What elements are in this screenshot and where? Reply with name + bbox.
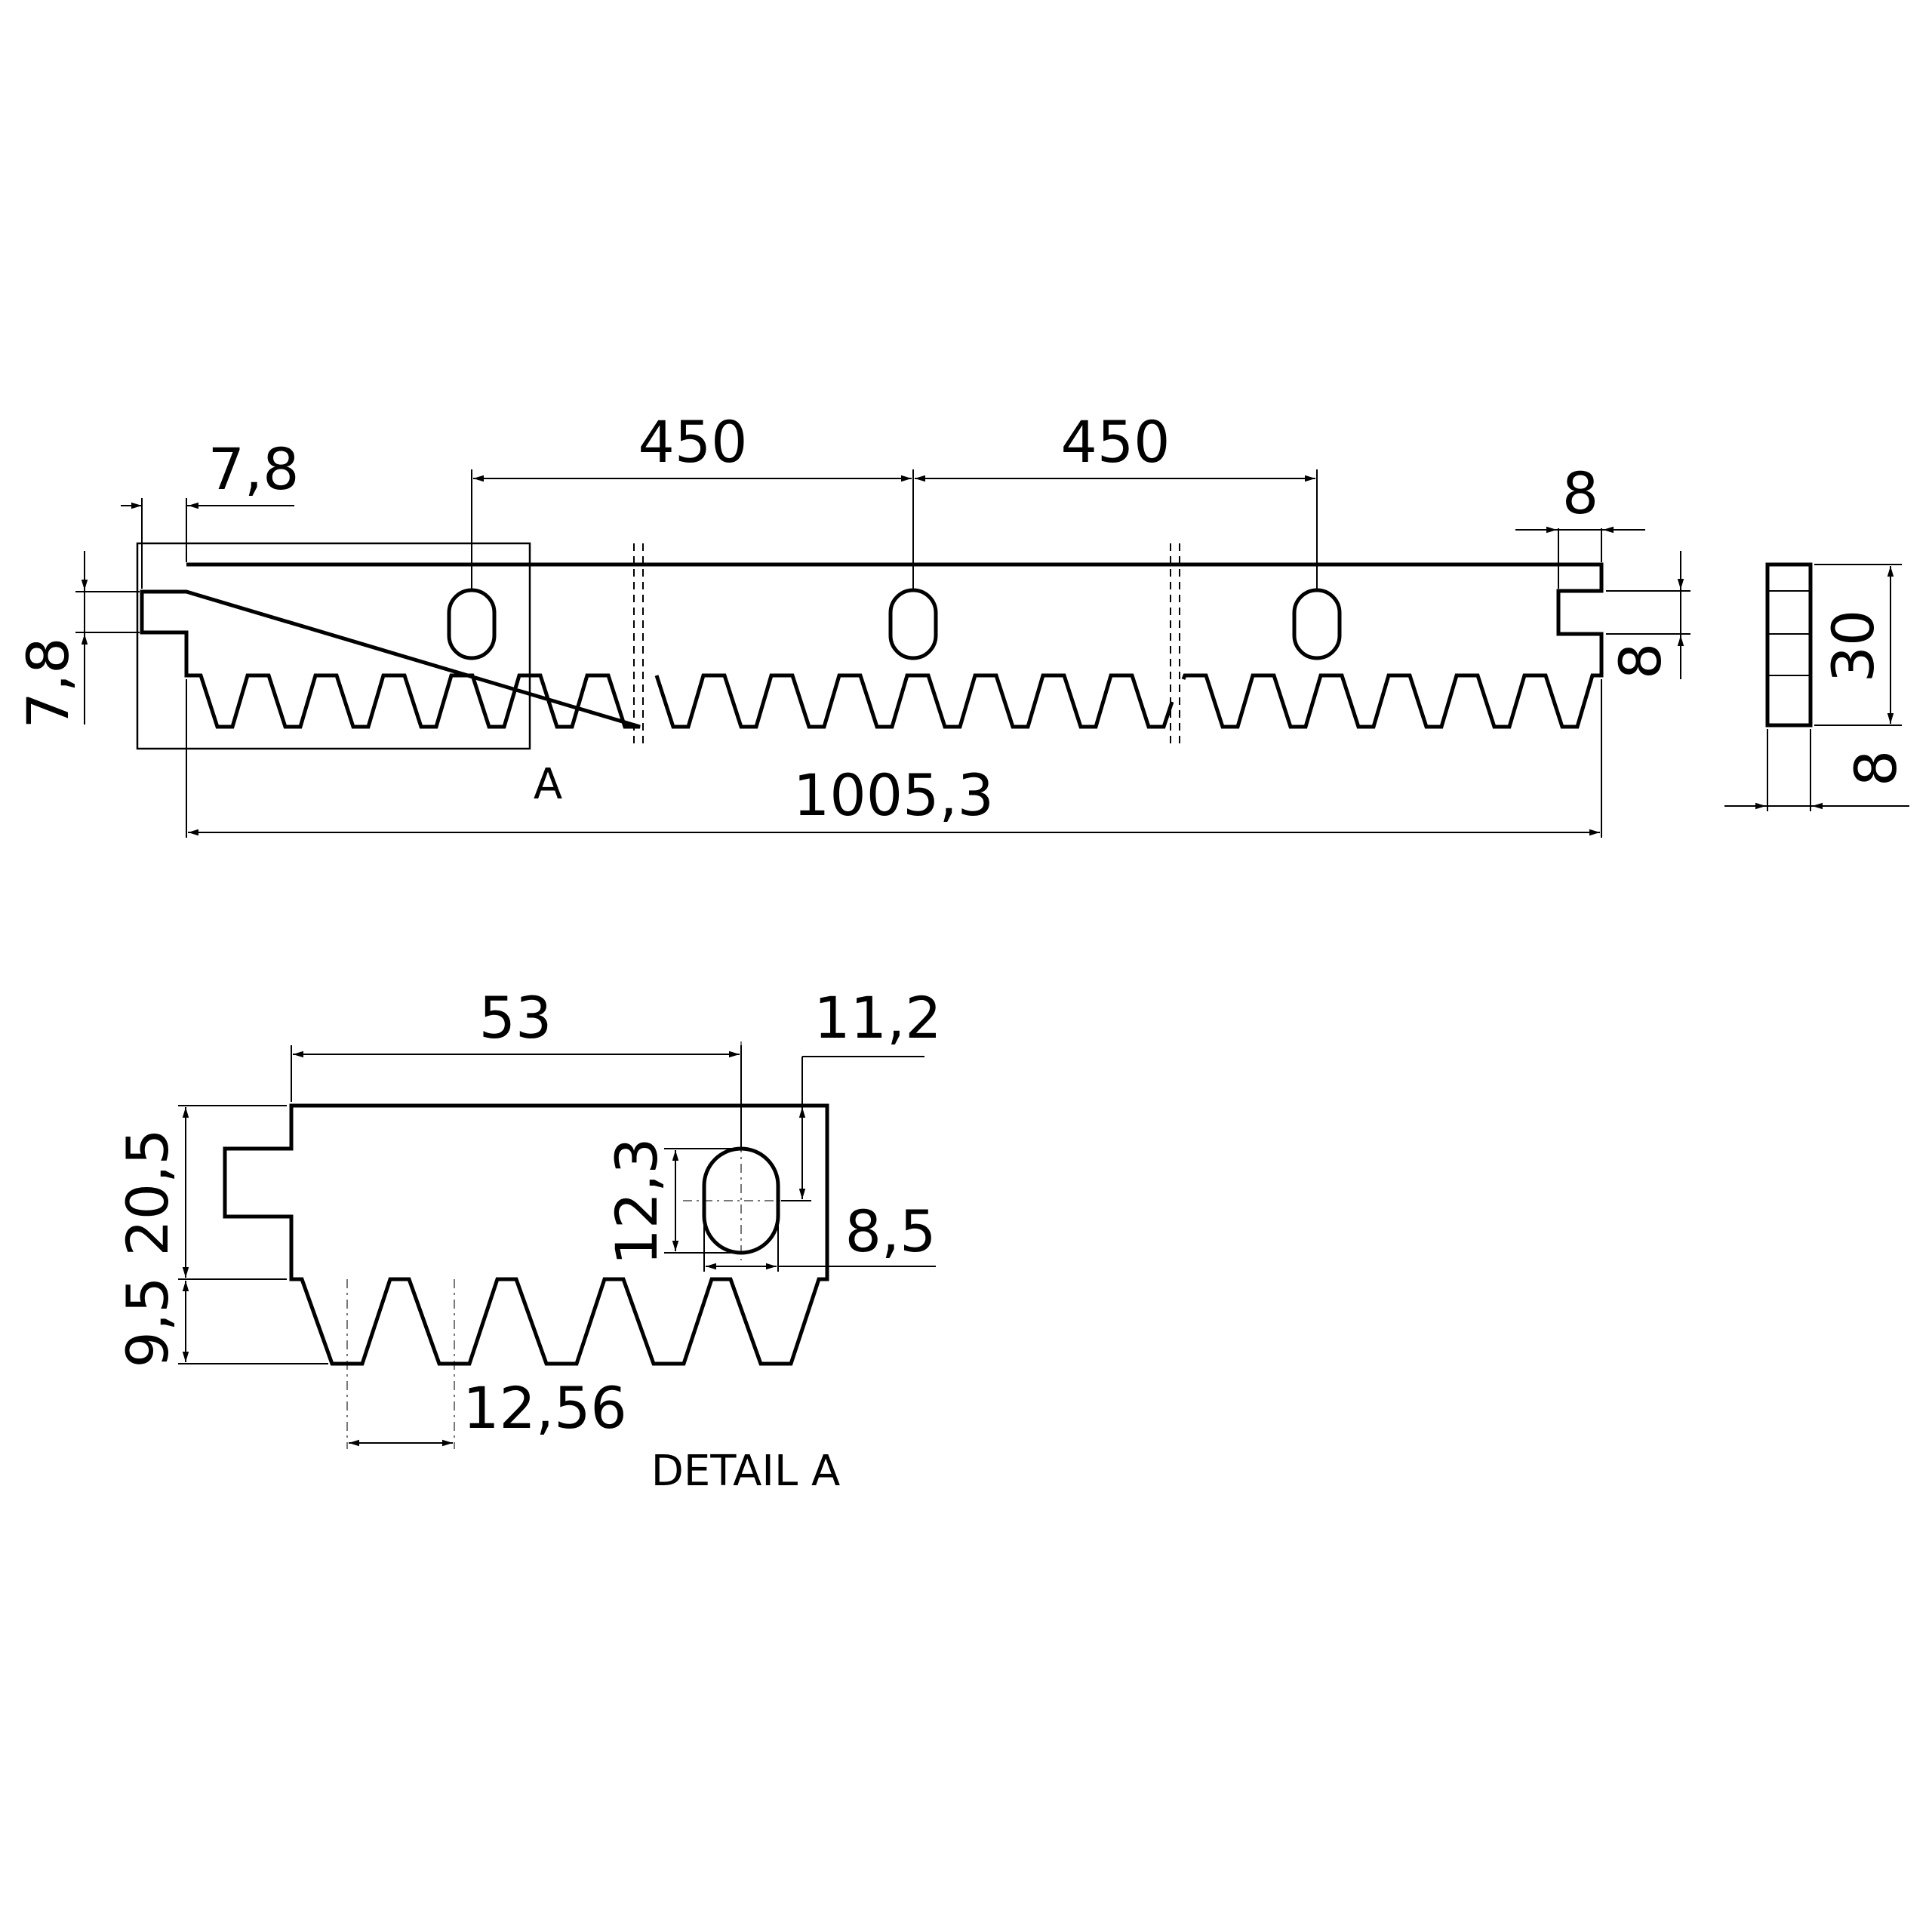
- side-profile: [1765, 562, 1813, 728]
- slot-hole: [447, 588, 497, 660]
- dim-side-thickness: 8: [1842, 750, 1909, 786]
- dim-right-tab-height: 8: [1607, 643, 1674, 679]
- dim-body-height: 20,5: [114, 1128, 181, 1256]
- slot-hole: [888, 588, 938, 660]
- dim-side-height: 30: [1820, 610, 1887, 683]
- dim-hole-top: 11,2: [814, 984, 941, 1051]
- detail-marker: A: [534, 760, 562, 809]
- detail-view: 53 11,2 12,3 8,5 20,5 9,5 12,56 DETAIL A: [114, 984, 942, 1496]
- dim-hole-length: 12,3: [603, 1137, 670, 1265]
- dim-total-length: 1005,3: [793, 761, 994, 829]
- slot-hole: [1292, 588, 1342, 660]
- main-view: A 7,8 7,8 450 450 8 8: [14, 408, 1690, 838]
- dim-hole-width: 8,5: [845, 1198, 937, 1265]
- detail-frame: [136, 542, 531, 750]
- dim-end-width: 7,8: [208, 435, 300, 503]
- dim-hole-offset: 53: [479, 984, 552, 1051]
- dim-right-tab-width: 8: [1562, 460, 1598, 527]
- rack-outline: [140, 562, 1604, 729]
- dim-pitch-1: 450: [638, 408, 747, 475]
- detail-title: DETAIL A: [651, 1447, 841, 1496]
- dim-tooth-height: 9,5: [114, 1277, 181, 1368]
- dim-tooth-pitch: 12,56: [463, 1374, 627, 1441]
- dim-pitch-2: 450: [1060, 408, 1170, 475]
- detail-outline: [223, 1103, 829, 1366]
- dim-end-height: 7,8: [14, 638, 82, 729]
- side-view: 30 8: [1724, 562, 1909, 811]
